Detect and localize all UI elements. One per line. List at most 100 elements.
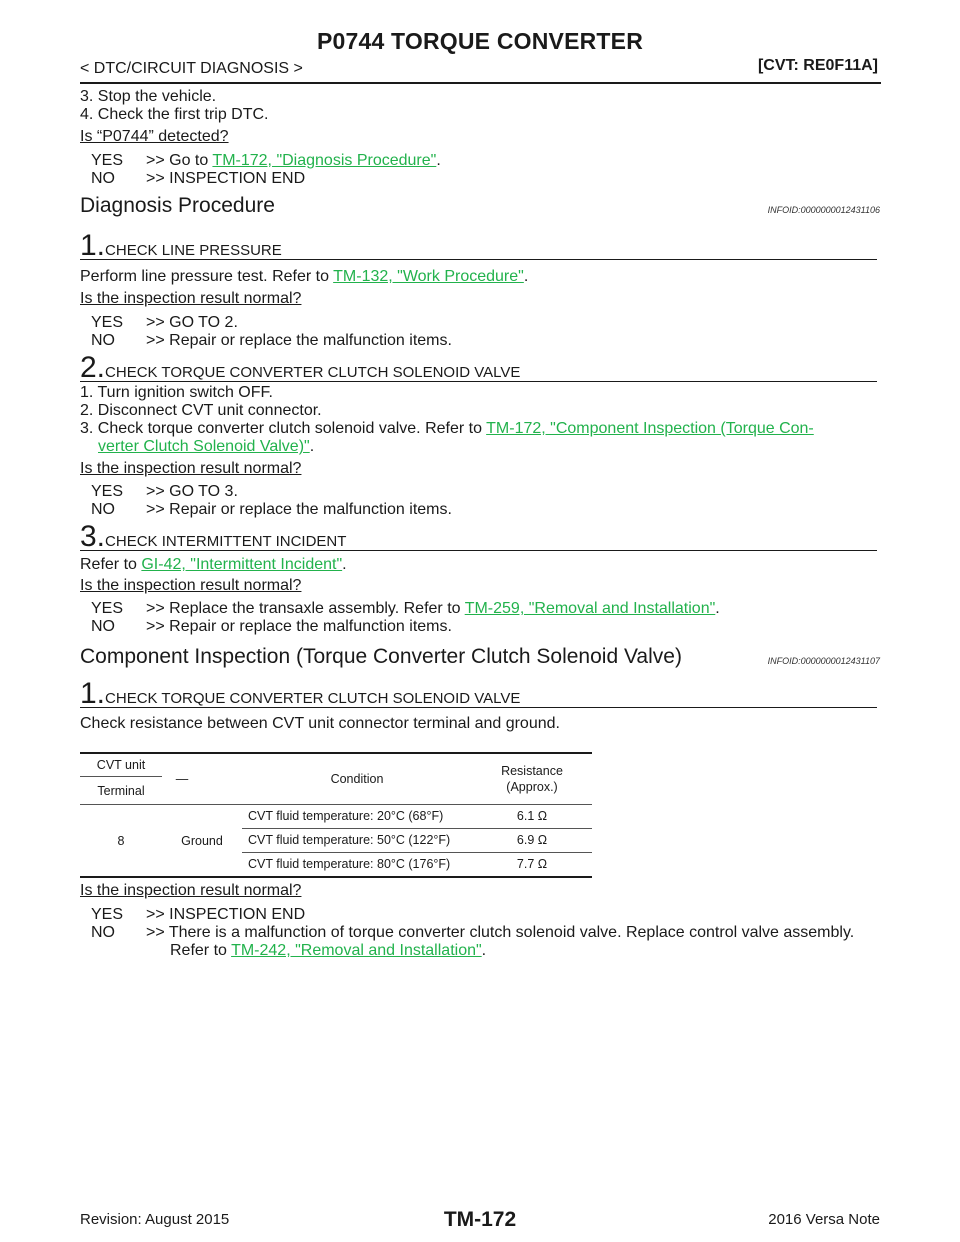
section-heading-component: Component Inspection (Torque Converter C… bbox=[80, 645, 682, 668]
header-rule bbox=[80, 82, 881, 84]
work-procedure-link[interactable]: TM-132, "Work Procedure" bbox=[333, 268, 524, 285]
no-key: NO bbox=[91, 501, 115, 518]
header-resistance: Resistance bbox=[501, 764, 563, 778]
no-text: >> Repair or replace the malfunction ite… bbox=[146, 618, 452, 635]
punct: . bbox=[523, 268, 529, 285]
header-cvt-unit: CVT unit bbox=[96, 758, 146, 772]
punct: . bbox=[309, 438, 315, 455]
no-text: >> Repair or replace the malfunction ite… bbox=[146, 332, 452, 349]
header-approx: (Approx.) bbox=[506, 780, 558, 794]
section-heading-diagnosis: Diagnosis Procedure bbox=[80, 194, 275, 217]
step-3-header: 3.CHECK INTERMITTENT INCIDENT bbox=[80, 520, 877, 553]
infoid-diagnosis: INFOID:0000000012431106 bbox=[767, 205, 880, 215]
no-text: >> There is a malfunction of torque conv… bbox=[146, 924, 855, 941]
step-number: 1. bbox=[80, 677, 106, 710]
yes-key: YES bbox=[91, 600, 124, 617]
step-3-text: Refer to GI-42, "Intermittent Incident". bbox=[80, 555, 347, 574]
condition-row-3: CVT fluid temperature: 80°C (176°F) bbox=[248, 857, 451, 871]
model-tag: [CVT: RE0F11A] bbox=[757, 57, 878, 74]
table-bottom-rule bbox=[80, 876, 592, 878]
removal-installation-link-242[interactable]: TM-242, "Removal and Installation" bbox=[231, 942, 482, 959]
intro-yes-line: YES >> Go to TM-172, "Diagnosis Procedure… bbox=[91, 151, 441, 170]
step-1-text: Perform line pressure test. Refer to TM-… bbox=[80, 267, 528, 286]
step-1-header: 1.CHECK LINE PRESSURE bbox=[80, 229, 877, 262]
step-title: CHECK INTERMITTENT INCIDENT bbox=[105, 533, 347, 550]
header-dash: — bbox=[175, 772, 189, 786]
yes-key: YES bbox=[91, 483, 124, 500]
terminal-value: 8 bbox=[117, 834, 125, 848]
table-row-divider-2 bbox=[242, 852, 592, 853]
yes-text: >> GO TO 3. bbox=[146, 483, 238, 500]
revision-date: Revision: August 2015 bbox=[80, 1211, 230, 1228]
diagnosis-procedure-link[interactable]: TM-172, "Diagnosis Procedure" bbox=[212, 152, 437, 169]
removal-installation-link-259[interactable]: TM-259, "Removal and Installation" bbox=[464, 600, 716, 617]
resistance-row-2: 6.9 Ω bbox=[516, 833, 548, 847]
step-2-no: NO>> Repair or replace the malfunction i… bbox=[91, 500, 452, 519]
step-1-question: Is the inspection result normal? bbox=[80, 290, 302, 307]
no-key: NO bbox=[91, 618, 115, 635]
step-title: CHECK TORQUE CONVERTER CLUTCH SOLENOID V… bbox=[105, 364, 521, 381]
text: Perform line pressure test. Refer to bbox=[80, 268, 334, 285]
intermittent-incident-link[interactable]: GI-42, "Intermittent Incident" bbox=[141, 556, 343, 573]
no-text: >> INSPECTION END bbox=[146, 170, 306, 187]
no-key: NO bbox=[91, 170, 115, 187]
intro-step-3: 3. Stop the vehicle. bbox=[80, 88, 217, 105]
step-number: 3. bbox=[80, 520, 106, 553]
step-title: CHECK LINE PRESSURE bbox=[105, 242, 282, 259]
intro-step-4: 4. Check the first trip DTC. bbox=[80, 106, 269, 123]
yes-key: YES bbox=[91, 152, 124, 169]
text: Refer to bbox=[80, 556, 142, 573]
component-yes: YES >> INSPECTION END bbox=[91, 905, 305, 924]
condition-row-2: CVT fluid temperature: 50°C (122°F) bbox=[248, 833, 451, 847]
component-step-1-header: 1.CHECK TORQUE CONVERTER CLUTCH SOLENOID… bbox=[80, 677, 877, 710]
header-terminal: Terminal bbox=[97, 784, 145, 798]
step-2-line-3: 3. Check torque converter clutch solenoi… bbox=[80, 419, 814, 438]
step-2-question: Is the inspection result normal? bbox=[80, 460, 302, 477]
step-number: 1. bbox=[80, 229, 106, 262]
step-2-yes: YES >> GO TO 3. bbox=[91, 482, 238, 501]
step-2-line-4: verter Clutch Solenoid Valve)". bbox=[98, 437, 314, 456]
no-key: NO bbox=[91, 924, 115, 941]
punct: . bbox=[715, 600, 720, 617]
resistance-table: CVT unit Terminal — Condition Resistance… bbox=[80, 752, 592, 878]
page-number: TM-172 bbox=[443, 1208, 517, 1231]
component-no-cont: Refer to TM-242, "Removal and Installati… bbox=[170, 941, 486, 960]
component-question: Is the inspection result normal? bbox=[80, 882, 302, 899]
step-3-no: NO >> Repair or replace the malfunction i… bbox=[91, 617, 452, 636]
step-3-question: Is the inspection result normal? bbox=[80, 577, 302, 594]
resistance-row-1: 6.1 Ω bbox=[516, 809, 548, 823]
condition-row-1: CVT fluid temperature: 20°C (68°F) bbox=[248, 809, 444, 823]
component-no: NO >> There is a malfunction of torque co… bbox=[91, 923, 854, 942]
header-condition: Condition bbox=[330, 772, 384, 786]
no-key: NO bbox=[91, 332, 115, 349]
table-header-bottom bbox=[80, 804, 592, 805]
step-2-line-2: 2. Disconnect CVT unit connector. bbox=[80, 402, 322, 419]
table-header-divider bbox=[80, 776, 162, 777]
text: 3. Check torque converter clutch solenoi… bbox=[80, 420, 487, 437]
component-inspection-link[interactable]: TM-172, "Component Inspection (Torque Co… bbox=[486, 420, 814, 437]
step-1-yes: YES >> GO TO 2. bbox=[91, 313, 238, 332]
step-1-no: NO >> Repair or replace the malfunction i… bbox=[91, 331, 452, 350]
component-inspection-link-cont[interactable]: verter Clutch Solenoid Valve)" bbox=[98, 438, 310, 455]
punct: . bbox=[481, 942, 487, 959]
step-number: 2. bbox=[80, 351, 106, 384]
text: Refer to bbox=[170, 942, 232, 959]
yes-text: >> Go to bbox=[146, 152, 213, 169]
yes-text: >> INSPECTION END bbox=[146, 906, 306, 923]
vehicle-model: 2016 Versa Note bbox=[768, 1211, 880, 1228]
intro-question: Is “P0744” detected? bbox=[80, 128, 229, 145]
step-2-line-1: 1. Turn ignition switch OFF. bbox=[80, 384, 273, 401]
resistance-row-3: 7.7 Ω bbox=[516, 857, 548, 871]
component-step-1-text: Check resistance between CVT unit connec… bbox=[80, 715, 560, 732]
breadcrumb: < DTC/CIRCUIT DIAGNOSIS > bbox=[80, 60, 303, 77]
infoid-component: INFOID:0000000012431107 bbox=[767, 656, 880, 666]
table-row-divider-1 bbox=[242, 828, 592, 829]
yes-key: YES bbox=[91, 314, 124, 331]
yes-text: >> Replace the transaxle assembly. Refer… bbox=[146, 600, 465, 617]
punct: . bbox=[342, 556, 347, 573]
yes-text: >> GO TO 2. bbox=[146, 314, 238, 331]
page-title: P0744 TORQUE CONVERTER bbox=[316, 28, 644, 54]
ground-label: Ground bbox=[181, 834, 223, 848]
yes-key: YES bbox=[91, 906, 124, 923]
step-3-yes: YES >> Replace the transaxle assembly. Re… bbox=[91, 599, 720, 618]
